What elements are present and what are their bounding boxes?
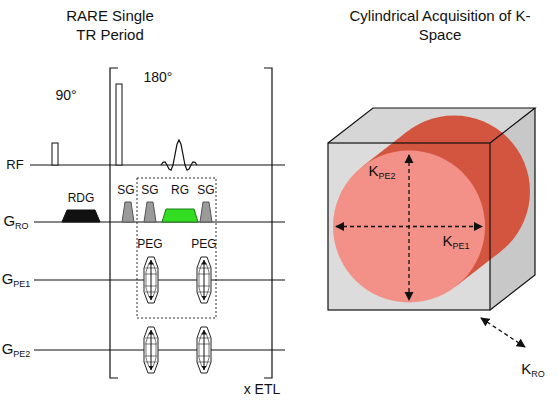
gradient-label: SG bbox=[117, 183, 134, 198]
gpe2-baseline bbox=[34, 349, 285, 350]
echo-signal bbox=[161, 140, 197, 170]
gradient-label: RDG bbox=[68, 191, 95, 206]
axis-label: KPE1 bbox=[442, 233, 469, 251]
rf-baseline bbox=[30, 164, 285, 165]
kpe2-axis bbox=[408, 155, 409, 300]
cube-edges bbox=[328, 108, 535, 310]
bracket-right bbox=[264, 68, 272, 378]
gradient-label: SG bbox=[197, 183, 214, 198]
repeat-bracket bbox=[110, 68, 272, 378]
gradient-label: RG bbox=[171, 183, 189, 198]
phase-encode-table bbox=[144, 327, 158, 373]
channel-label: RF bbox=[6, 157, 23, 173]
echo-group-box bbox=[137, 178, 216, 318]
gradient-label: SG bbox=[141, 183, 158, 198]
kspace-cube bbox=[328, 108, 535, 347]
cylinder-front bbox=[333, 151, 485, 303]
gradient-label: PEG bbox=[191, 237, 216, 252]
channel-label: GPE2 bbox=[2, 341, 31, 359]
repeat-label: x ETL bbox=[244, 381, 281, 399]
channel-baselines bbox=[30, 165, 285, 350]
channel-label: GRO bbox=[3, 213, 28, 231]
flip-angle: 180° bbox=[144, 69, 173, 87]
axis-label: KRO bbox=[521, 361, 545, 379]
channel-label: GPE1 bbox=[2, 271, 31, 289]
readout-dephase-gradient bbox=[62, 210, 100, 222]
spoiler-gradient bbox=[144, 202, 156, 222]
phase-encode-table bbox=[197, 327, 211, 373]
readout-gradient bbox=[162, 209, 198, 222]
panel-title: RARE Single TR Period bbox=[60, 7, 160, 45]
gpe1-baseline bbox=[34, 279, 285, 280]
cube-front-edge bbox=[328, 143, 490, 310]
kro-axis bbox=[481, 318, 525, 347]
phase-encode-table bbox=[144, 257, 158, 303]
panel-title: Cylindrical Acquisition of K-Space bbox=[345, 7, 535, 45]
kpe1-axis bbox=[336, 226, 482, 227]
spoiler-gradient bbox=[122, 202, 134, 222]
phase-encode-table bbox=[197, 257, 211, 303]
axis-label: KPE2 bbox=[368, 163, 395, 181]
flip-angle: 90° bbox=[55, 87, 76, 105]
cube-side-edge bbox=[490, 108, 535, 310]
spoiler-gradient bbox=[200, 202, 212, 222]
rf-pulse-180 bbox=[116, 84, 122, 165]
gradient-label: PEG bbox=[137, 237, 162, 252]
rf-pulse-90 bbox=[52, 143, 58, 165]
cube-top-edge bbox=[328, 108, 535, 143]
